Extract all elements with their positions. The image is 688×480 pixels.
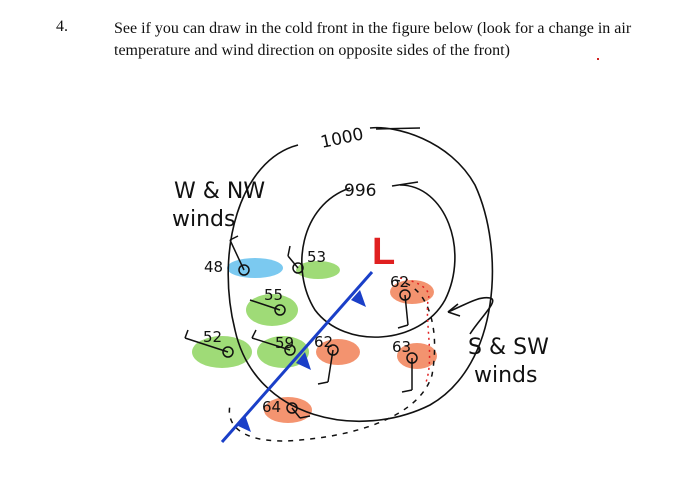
trough-dashed-line [228,279,436,442]
station-circle-53 [292,262,304,274]
station-temp-59: 59 [275,334,294,352]
station-temp-62-top: 62 [390,273,409,291]
station-temp-62-mid: 62 [314,333,333,351]
station-circle-64 [286,402,298,414]
station-temp-63: 63 [392,338,411,356]
station-temp-55: 55 [264,286,283,304]
isobar-label-1000: 1000 [319,124,365,153]
west-winds-line2: winds [172,207,235,232]
station-models [184,235,418,419]
cold-front [220,271,374,443]
front-triangle-2 [296,352,311,370]
isobars [227,126,494,423]
station-temp-52: 52 [203,328,222,346]
station-temp-48: 48 [204,258,223,276]
station-circle-52 [222,346,234,358]
question-text: See if you can draw in the cold front in… [114,20,632,59]
station-temp-53: 53 [307,248,326,266]
station-temp-64: 64 [262,398,281,416]
station-circle-55 [274,304,286,316]
shade-station-52 [192,336,252,368]
front-triangle-1 [351,290,366,307]
front-triangle-3 [236,415,251,432]
isobar-996 [301,184,456,338]
low-pressure-symbol: L [372,231,395,273]
station-circle-59 [284,344,296,356]
isobar-1000-tail [375,127,421,130]
pointer-arrow [447,296,494,335]
isobar-996-tail [391,181,419,187]
isobar-label-996: 996 [344,181,376,201]
station-circle-48 [238,264,250,276]
shade-station-55 [246,294,298,326]
west-winds-line1: W & NW [174,179,265,204]
south-winds-line1: S & SW [468,335,549,360]
station-circle-62-mid [327,344,339,356]
shade-station-48 [227,258,283,278]
stray-red-dot [597,58,599,60]
south-winds-line2: winds [474,363,537,388]
question-number: 4. [56,18,68,35]
warm-sector-dotted [399,277,431,386]
shade-station-53 [296,261,340,279]
isobar-1000 [227,126,494,423]
